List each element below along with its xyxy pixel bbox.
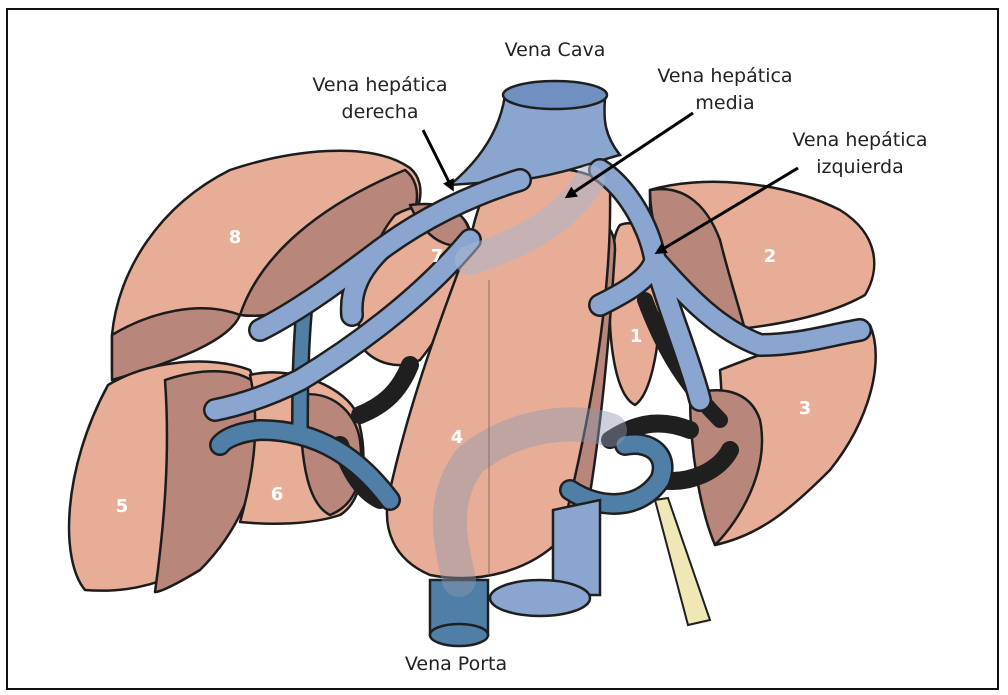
label-vena-cava: Vena Cava: [505, 39, 606, 61]
arrow-vena-hepatica-derecha: [423, 130, 452, 188]
segment-6-label: 6: [271, 484, 284, 505]
segment-1-label: 1: [630, 326, 643, 347]
label-vena-hepatica-izquierda-line1: Vena hepática: [792, 129, 927, 151]
label-vena-hepatica-derecha-line2: derecha: [342, 101, 419, 123]
label-vena-porta: Vena Porta: [405, 653, 507, 675]
bile-duct: [655, 498, 710, 625]
segment-2-label: 2: [764, 246, 777, 267]
segment-8-label: 8: [229, 227, 242, 248]
label-vena-hepatica-derecha-line1: Vena hepática: [312, 74, 447, 96]
label-vena-hepatica-media-line1: Vena hepática: [657, 65, 792, 87]
segment-7-label: 7: [431, 246, 444, 267]
segment-3-label: 3: [799, 398, 812, 419]
segment-4-label: 4: [451, 427, 464, 448]
label-vena-hepatica-izquierda-line2: izquierda: [816, 156, 904, 178]
label-vena-hepatica-media-line2: media: [695, 92, 754, 114]
segment-5-label: 5: [116, 496, 129, 517]
